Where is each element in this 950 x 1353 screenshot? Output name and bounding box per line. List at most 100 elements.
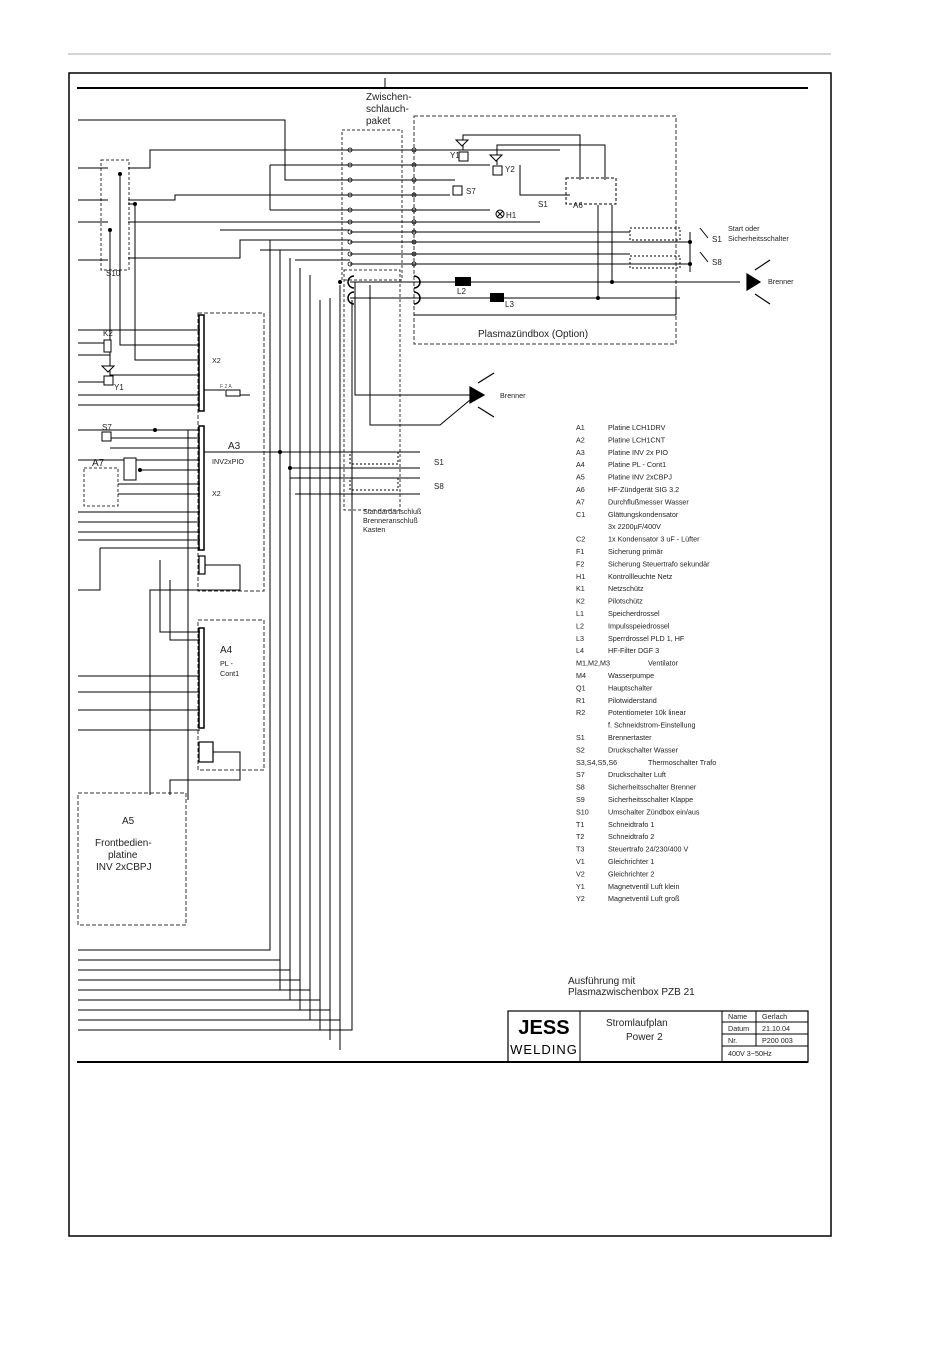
standard-label-2: Brenneranschluß bbox=[363, 516, 418, 525]
fuse-label: F 2 A bbox=[220, 384, 232, 390]
standard-label-3: Kasten bbox=[363, 525, 385, 534]
legend-code: F2 bbox=[576, 559, 584, 568]
legend-desc: Platine LCH1DRV bbox=[608, 423, 666, 432]
page-frame bbox=[68, 72, 832, 1237]
legend-code: V2 bbox=[576, 869, 585, 878]
legend-desc: f. Schneidstrom-Einstellung bbox=[608, 721, 696, 730]
legend-code: T2 bbox=[576, 832, 584, 841]
legend-desc: Thermoschalter Trafo bbox=[648, 758, 716, 767]
legend-code: S2 bbox=[576, 745, 585, 754]
a4-sub-2: Cont1 bbox=[220, 669, 239, 678]
legend-code: L4 bbox=[576, 646, 584, 655]
legend-desc: Sperrdrossel PLD 1, HF bbox=[608, 634, 685, 643]
legend-desc: Gleichrichter 1 bbox=[608, 857, 654, 866]
y1-left-label: Y1 bbox=[114, 383, 124, 392]
logo-area bbox=[511, 1014, 577, 1059]
legend-code: R1 bbox=[576, 696, 585, 705]
s1-right-label: S1 bbox=[712, 235, 722, 244]
l2-label: L2 bbox=[457, 287, 466, 296]
s8-label: S8 bbox=[712, 258, 722, 267]
standard-label-1: Standardanschluß bbox=[363, 507, 422, 516]
spec: 400V 3~50Hz bbox=[728, 1049, 772, 1058]
legend-desc: Potentiometer 10k linear bbox=[608, 708, 687, 717]
legend-code: S10 bbox=[576, 807, 589, 816]
brenner-mid-label: Brenner bbox=[500, 391, 526, 400]
legend-code: A7 bbox=[576, 497, 585, 506]
title-block bbox=[507, 1010, 809, 1063]
h1-label: H1 bbox=[506, 211, 517, 220]
legend-code: V1 bbox=[576, 857, 585, 866]
legend-desc: Steuertrafo 24/230/400 V bbox=[608, 845, 689, 854]
legend-desc: Magnetventil Luft klein bbox=[608, 882, 680, 891]
logo-welding: WELDING bbox=[510, 1042, 578, 1057]
a7-box bbox=[83, 467, 119, 507]
legend-desc: Pilotschütz bbox=[608, 597, 643, 606]
legend-desc: Sicherheitsschalter Klappe bbox=[608, 795, 693, 804]
legend-desc: Pilotwiderstand bbox=[608, 696, 657, 705]
plasmabox-label: Plasmazündbox (Option) bbox=[478, 329, 588, 340]
legend-code: S9 bbox=[576, 795, 585, 804]
x2-top-label: X2 bbox=[212, 356, 221, 365]
zwischen-label-2: schlauch- bbox=[366, 104, 409, 115]
legend-desc: Druckschalter Wasser bbox=[608, 745, 679, 754]
legend-desc: Durchflußmesser Wasser bbox=[608, 497, 689, 506]
torch-symbols bbox=[469, 259, 771, 418]
a5-sub-2: platine bbox=[108, 850, 138, 861]
l2-inductor bbox=[455, 277, 471, 286]
legend-desc: Hauptschalter bbox=[608, 683, 653, 692]
logo-jess: JESS bbox=[518, 1017, 569, 1039]
a5-sub-3: INV 2xCBPJ bbox=[96, 862, 152, 873]
legend-desc: Wasserpumpe bbox=[608, 671, 654, 680]
ausfuehrung-label-2: Plasmazwischenbox PZB 21 bbox=[568, 987, 695, 998]
datum-label: Datum bbox=[728, 1024, 749, 1033]
legend-desc: Platine PL - Cont1 bbox=[608, 460, 666, 469]
legend-code: S1 bbox=[576, 733, 585, 742]
a7-label: A7 bbox=[92, 458, 105, 469]
legend-desc: 3x 2200µF/400V bbox=[608, 522, 661, 531]
y1-label: Y1 bbox=[450, 151, 460, 160]
legend-code: Y1 bbox=[576, 882, 585, 891]
legend-desc: Speicherdrossel bbox=[608, 609, 660, 618]
legend-code: S3,S4,S5,S6 bbox=[576, 758, 617, 767]
legend-code: L2 bbox=[576, 621, 584, 630]
legend-code: F1 bbox=[576, 547, 584, 556]
start-label-1: Start oder bbox=[728, 224, 760, 233]
hf-couplings bbox=[347, 275, 421, 305]
x2-bottom-label: X2 bbox=[212, 489, 221, 498]
s10-box bbox=[100, 159, 130, 271]
legend-desc: Gleichrichter 2 bbox=[608, 869, 654, 878]
a4-sub-1: PL - bbox=[220, 659, 234, 668]
name-value: Gerlach bbox=[762, 1012, 787, 1021]
legend-code: A3 bbox=[576, 448, 585, 457]
junction-dots bbox=[108, 172, 692, 472]
legend-desc: Sicherung Steuertrafo sekundär bbox=[608, 559, 710, 568]
legend-code: C2 bbox=[576, 535, 585, 544]
legend-desc: HF-Zündgerät SIG 3.2 bbox=[608, 485, 679, 494]
zwischenschlauch-box bbox=[341, 129, 403, 281]
a5-box bbox=[77, 792, 187, 926]
wires bbox=[78, 119, 740, 1050]
title-1: Stromlaufplan bbox=[606, 1018, 668, 1029]
legend-code: S7 bbox=[576, 770, 585, 779]
nr-value: P200 003 bbox=[762, 1036, 793, 1045]
legend-code: T3 bbox=[576, 845, 584, 854]
legend-desc: Sicherung primär bbox=[608, 547, 663, 556]
legend-code: A2 bbox=[576, 435, 585, 444]
legend-code: T1 bbox=[576, 820, 584, 829]
zwischen-label-1: Zwischen- bbox=[366, 92, 412, 103]
legend-desc: HF-Filter DGF 3 bbox=[608, 646, 659, 655]
legend-desc: Platine INV 2x PIO bbox=[608, 448, 668, 457]
ausfuehrung-label-1: Ausführung mit bbox=[568, 976, 635, 987]
legend-code: K2 bbox=[576, 597, 585, 606]
legend-desc: Umschalter Zündbox ein/aus bbox=[608, 807, 700, 816]
s1-mid-label: S1 bbox=[434, 458, 444, 467]
y2-label: Y2 bbox=[505, 165, 515, 174]
legend-desc: Glättungskondensator bbox=[608, 510, 679, 519]
a3-sub-label: INV2xPIO bbox=[212, 457, 244, 466]
a5-sub-1: Frontbedien- bbox=[95, 838, 152, 849]
legend-code: A6 bbox=[576, 485, 585, 494]
legend-code: R2 bbox=[576, 708, 585, 717]
legend-desc: Magnetventil Luft groß bbox=[608, 894, 680, 903]
legend-code: A4 bbox=[576, 460, 585, 469]
